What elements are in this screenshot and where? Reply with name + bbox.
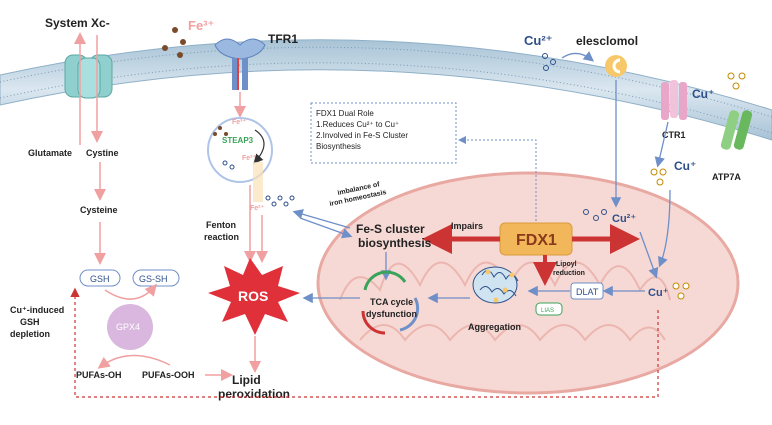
tfr1-receptor [214,38,266,90]
endosome-fe-particles [213,126,228,136]
free-fe2-particles [265,195,295,207]
cu-gsh-depletion-dashed-arrow [70,287,659,398]
cysteine-label: Cysteine [80,205,118,215]
aggregation-label: Aggregation [468,322,521,332]
cu-depletion-line1: Cu⁺-induced [10,305,64,315]
pufas-reduction-arrow [97,354,171,369]
gsh-to-gssh-arrow [104,283,157,300]
steap3-reduction-arrow [253,129,265,164]
fe-particles-top [162,27,186,58]
ctr1-import-arrow [654,121,669,168]
cu-plus-mid-particles [650,168,667,186]
cu2-to-cu-arrow [639,231,659,279]
steap3-label: STEAP3 [222,136,254,145]
atp7a-label: ATP7A [712,172,741,182]
dlat-label: DLAT [576,287,599,297]
ctr1-label: CTR1 [662,130,686,140]
lias-label: LIAS [541,308,554,314]
gpx4-label: GPX4 [116,322,140,332]
lipoyl-line1: Lipoyl [556,261,577,268]
ros-label: ROS [238,288,268,304]
ros-burst-shape [208,258,300,335]
gpx4-circle [107,304,153,350]
cystine-label: Cystine [86,148,119,158]
cu2-top-particles [542,53,556,71]
lipid-label-line1: Lipid [232,373,261,387]
cu-plus-top-particles [727,72,746,90]
fe3-top-label: Fe³⁺ [188,18,214,33]
atp7a-transporter [720,110,753,150]
lias-box [535,302,563,316]
pufas-oh-label: PUFAs-OH [76,370,122,380]
mito-cu2-label: Cu²⁺ [612,213,636,225]
fes-label-line1: Fe-S cluster [356,222,425,236]
tca-cycle-icon [361,270,420,335]
fenton-label-line2: reaction [204,232,239,242]
cu-binding-arrow [561,51,595,62]
gsh-box [79,269,121,287]
impairs-label: Impairs [451,221,483,231]
system-xc-label: System Xc- [45,16,110,30]
cu-depletion-line2: GSH [20,317,40,327]
cu-plus-top-label: Cu⁺ [692,87,714,101]
fe2-release-channel [253,162,263,202]
gsh-label: GSH [90,274,110,284]
fenton-label-line1: Fenton [206,220,236,230]
cu-depletion-line3: depletion [10,329,50,339]
cu2-top-label: Cu²⁺ [524,33,553,48]
mito-cu-plus-particles [672,282,690,300]
iron-to-fes-arrow [299,217,353,239]
cu-plus-mid-label: Cu⁺ [674,159,696,173]
cu-plus-to-mito-arrow [658,189,671,268]
elesclomol-icon [605,55,627,77]
fdx1-box-line2: 2.Involved in Fe-S Cluster [316,131,408,140]
protein-aggregation-icon [472,266,519,304]
ctr1-transporter [661,80,687,120]
lipoyl-line2: reduction [553,270,585,277]
endosome-fe2-particles [222,160,235,170]
mito-cu2-particles [583,209,607,221]
endosome-fe3-label: Fe³⁺ [232,118,247,126]
fdx1-box-line3: Biosynthesis [316,142,361,151]
fes-label-line2: biosynthesis [358,236,432,250]
fdx1-label: FDX1 [516,232,557,249]
fdx1-dual-role-box [310,102,457,164]
free-fe2-label: Fe²⁺ [250,204,265,212]
fes-to-iron-arrow [292,209,351,229]
fdx1-to-box-dashed-arrow [458,136,537,225]
fdx1-box-line1: 1.Reduces Cu²⁺ to Cu⁺ [316,120,399,129]
glutamate-label: Glutamate [28,148,72,158]
mito-cu-plus-label: Cu⁺ [648,287,669,299]
elesclomol-label: elesclomol [576,34,638,48]
lipid-label-line2: peroxidation [218,387,290,401]
endosome-fe2-label: Fe²⁺ [242,154,257,162]
tca-line1: TCA cycle [370,297,413,307]
pufas-ooh-label: PUFAs-OOH [142,370,195,380]
gssh-label: GS-SH [139,274,168,284]
system-xc-transporter [64,54,113,99]
tfr1-label: TFR1 [268,32,298,46]
fdx1-box-title: FDX1 Dual Role [316,109,374,118]
tca-line2: dysfunction [366,309,417,319]
